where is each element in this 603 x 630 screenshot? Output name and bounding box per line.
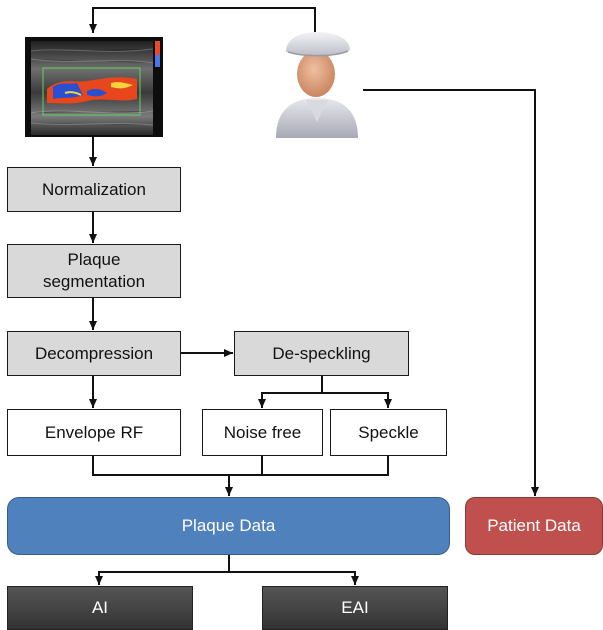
noise-free-box: Noise free [202, 409, 323, 456]
arrow-person-to-patient-data [363, 89, 539, 496]
arrow-despeckling-to-speckle [322, 392, 392, 408]
arrow-person-to-image [89, 7, 316, 33]
merge-line [92, 456, 389, 476]
normalization-label: Normalization [42, 179, 146, 199]
arrow-plaque-data-to-ai [95, 571, 229, 585]
eai-label: EAI [341, 598, 369, 617]
clinician-icon [276, 32, 358, 138]
arrow-despeckling-to-noise-free [258, 376, 323, 408]
plaque-data-box: Plaque Data [7, 497, 450, 555]
ai-label: AI [91, 598, 109, 617]
decompression-label: Decompression [34, 343, 154, 363]
normalization-box: Normalization [7, 167, 181, 212]
despeckling-label: De-speckling [272, 343, 371, 363]
noise-free-label: Noise free [223, 422, 302, 442]
envelope-rf-label: Envelope RF [44, 422, 144, 442]
ultrasound-icon [25, 37, 163, 137]
speckle-label: Speckle [358, 422, 419, 442]
despeckling-box: De-speckling [234, 331, 409, 376]
plaque-segmentation-label: Plaque segmentation [42, 250, 146, 291]
decompression-box: Decompression [7, 331, 181, 376]
plaque-data-label: Plaque Data [181, 516, 276, 535]
ai-box: AI [7, 586, 193, 630]
patient-data-label: Patient Data [487, 516, 581, 535]
plaque-segmentation-box: Plaque segmentation [7, 244, 181, 298]
eai-box: EAI [262, 586, 448, 630]
arrow-plaque-data-to-eai [229, 571, 359, 585]
patient-data-box: Patient Data [465, 497, 603, 555]
speckle-box: Speckle [330, 409, 447, 456]
envelope-rf-box: Envelope RF [7, 409, 181, 456]
